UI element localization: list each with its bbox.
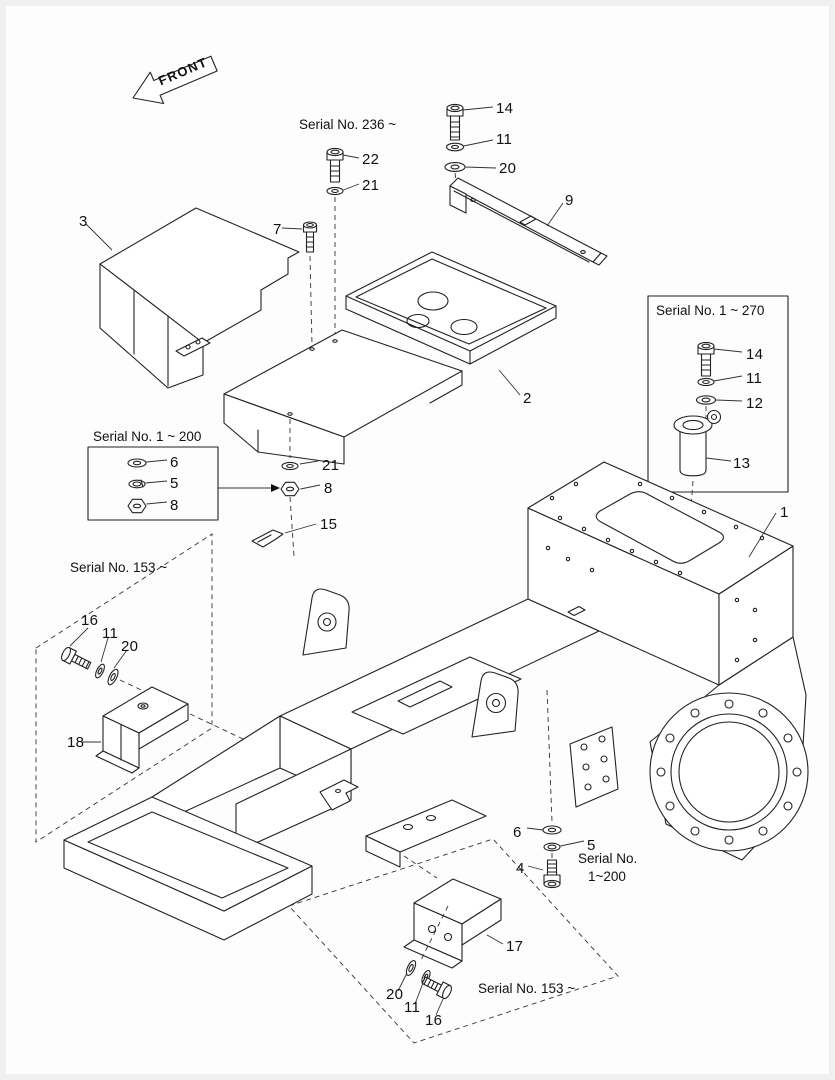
part-callout-13: 13	[733, 455, 751, 472]
part-callout-11-left: 11	[102, 625, 119, 642]
part-callout-9: 9	[565, 192, 574, 209]
part-callout-5-bottom: 5	[587, 837, 596, 854]
part-callout-20-top: 20	[499, 160, 517, 177]
serial-box-1-270	[647, 295, 789, 493]
part-callout-22: 22	[362, 151, 380, 168]
part-callout-11-top: 11	[496, 131, 513, 148]
part-callout-11-bottom: 11	[404, 999, 421, 1016]
washer-21-mid	[281, 461, 299, 471]
part-callout-2: 2	[523, 390, 532, 407]
clip-15	[251, 529, 284, 548]
part-callout-12: 12	[746, 395, 764, 412]
part-callout-17: 17	[506, 938, 524, 955]
part-callout-11-box: 11	[746, 370, 763, 387]
mount-plate	[223, 329, 463, 465]
bolt-7	[302, 221, 318, 253]
washer-20-top	[444, 162, 466, 172]
main-frame-1	[63, 461, 809, 941]
nut-8-mid	[280, 481, 300, 497]
serial-box-1-200	[87, 446, 280, 521]
bolt-stack-4-5-6	[526, 689, 585, 889]
part-callout-6-box: 6	[170, 454, 179, 471]
serial-note-1-200-right-line1: Serial No.	[578, 851, 638, 866]
assembly-dash-7	[309, 255, 313, 346]
part-callout-16-left: 16	[81, 612, 99, 629]
part-callout-14-box: 14	[746, 346, 764, 363]
part-callout-16-bottom: 16	[425, 1012, 443, 1029]
bolt-14-top	[446, 103, 464, 141]
serial-note-1-200-right-line2: 1~200	[588, 869, 626, 884]
part-callout-21-top: 21	[362, 177, 380, 194]
serial-region-153-left	[35, 533, 259, 843]
part-callout-7: 7	[273, 221, 282, 238]
part-callout-20-bottom: 20	[386, 986, 404, 1003]
support-bar-9	[449, 177, 608, 266]
serial-note-1-270: Serial No. 1 ~ 270	[656, 303, 765, 318]
serial-note-236: Serial No. 236 ~	[299, 117, 397, 132]
part-callout-4: 4	[516, 860, 525, 877]
part-callout-14-top: 14	[496, 100, 514, 117]
part-callout-8-mid: 8	[324, 480, 333, 497]
part-callout-6-bottom: 6	[513, 824, 522, 841]
part-callout-5-box: 5	[170, 475, 179, 492]
serial-note-1-200-left: Serial No. 1 ~ 200	[93, 429, 202, 444]
assembly-dash-13	[687, 480, 694, 546]
assembly-dash-8b	[289, 496, 295, 557]
part-callout-8-box: 8	[170, 497, 179, 514]
bolt-22	[326, 147, 344, 183]
part-callout-1: 1	[780, 504, 789, 521]
part-callout-3: 3	[79, 213, 88, 230]
cover-plate-2	[345, 251, 557, 365]
bracket-17	[288, 838, 619, 1044]
part-callout-21-mid: 21	[322, 457, 340, 474]
cover-plate-3	[99, 207, 300, 389]
part-callout-15: 15	[320, 516, 338, 533]
serial-note-153-bottom: Serial No. 153 ~	[478, 981, 576, 996]
part-callout-18: 18	[67, 734, 85, 751]
serial-note-153-left: Serial No. 153 ~	[70, 560, 168, 575]
front-arrow	[132, 55, 218, 105]
washer-21-top	[326, 186, 344, 196]
washer-11-top	[445, 142, 465, 152]
part-callout-20-left: 20	[121, 638, 139, 655]
